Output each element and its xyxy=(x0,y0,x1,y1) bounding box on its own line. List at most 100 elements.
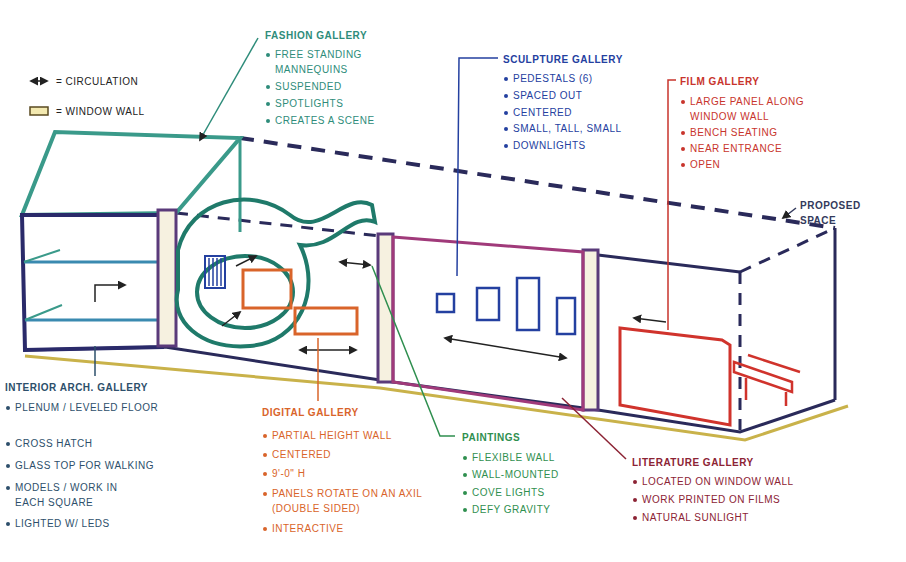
bullet-dot xyxy=(263,527,267,531)
note-item: INTERACTIVE xyxy=(272,521,344,536)
legend-item: = CIRCULATION xyxy=(28,74,138,88)
ribbon xyxy=(177,200,375,347)
note-item: PANELS ROTATE ON AN AXIL (DOUBLE SIDED) xyxy=(272,486,454,516)
bullet-dot xyxy=(463,473,467,477)
note-item: WALL-MOUNTED xyxy=(472,467,559,482)
legend-item: = WINDOW WALL xyxy=(28,104,145,118)
window-wall xyxy=(378,234,393,382)
legend-text: = WINDOW WALL xyxy=(56,106,145,117)
bullet-dot xyxy=(504,94,508,98)
wall-edge xyxy=(598,228,835,400)
gallery-heading: FASHION GALLERY xyxy=(265,28,367,43)
leader-line xyxy=(317,338,319,401)
note-item: SPOTLIGHTS xyxy=(275,96,343,111)
note-item: SPACED OUT xyxy=(513,88,582,103)
box-top xyxy=(22,132,240,215)
note-item: CROSS HATCH xyxy=(15,436,93,451)
note-item: OPEN xyxy=(690,157,720,172)
digital-panel xyxy=(295,308,357,334)
note-item: NEAR ENTRANCE xyxy=(690,141,782,156)
note-item: NATURAL SUNLIGHT xyxy=(642,510,749,525)
shelf-line xyxy=(24,250,62,320)
box-edge xyxy=(239,138,242,232)
note-item: PLENUM / LEVELED FLOOR xyxy=(15,400,158,415)
bullet-dot xyxy=(263,453,267,457)
bullet-dot xyxy=(463,508,467,512)
note-item: LARGE PANEL ALONG WINDOW WALL xyxy=(690,94,820,124)
pedestals xyxy=(437,278,575,334)
note-item: CENTERED xyxy=(272,447,331,462)
note-item: MODELS / WORK IN EACH SQUARE xyxy=(15,480,137,510)
note-item: FREE STANDING MANNEQUINS xyxy=(275,47,385,77)
bullet-dot xyxy=(633,480,637,484)
bullet-dot xyxy=(681,131,685,135)
note-item: 9'-0" H xyxy=(272,466,305,481)
bullet-dot xyxy=(681,147,685,151)
note-item: GLASS TOP FOR WALKING xyxy=(15,458,154,473)
bullet-dot xyxy=(633,498,637,502)
note-item: DOWNLIGHTS xyxy=(513,138,586,153)
note-item: PARTIAL HEIGHT WALL xyxy=(272,428,392,443)
bullet-dot xyxy=(266,53,270,57)
note-item: SMALL, TALL, SMALL xyxy=(513,121,622,136)
bullet-dot xyxy=(263,492,267,496)
leader-line xyxy=(94,346,96,376)
note-item: DEFY GRAVITY xyxy=(472,502,550,517)
display-grid xyxy=(205,256,225,288)
leader-line xyxy=(372,266,455,436)
film-panel xyxy=(620,328,730,425)
note-item: BENCH SEATING xyxy=(690,125,777,140)
gallery-heading: PAINTINGS xyxy=(462,430,520,445)
note-item: LIGHTED W/ LEDS xyxy=(15,516,110,531)
bullet-dot xyxy=(681,163,685,167)
ribbon xyxy=(197,256,293,328)
gallery-wall xyxy=(393,237,583,410)
note-item: SUSPENDED xyxy=(275,79,342,94)
gallery-heading: DIGITAL GALLERY xyxy=(262,405,359,420)
bullet-dot xyxy=(263,434,267,438)
dashed-edge xyxy=(739,272,742,430)
digital-panel xyxy=(243,270,291,308)
leader-line xyxy=(668,80,676,330)
bullet-dot xyxy=(504,127,508,131)
window-wall xyxy=(158,210,176,346)
note-item: LOCATED ON WINDOW WALL xyxy=(642,474,794,489)
bullet-dot xyxy=(504,144,508,148)
note-item: CENTERED xyxy=(513,105,572,120)
window-wall xyxy=(583,250,598,410)
bullet-dot xyxy=(6,406,10,410)
window-wall-sample xyxy=(28,104,50,118)
bullet-dot xyxy=(6,522,10,526)
circulation-sample xyxy=(28,74,50,88)
gallery-heading: PROPOSED SPACE xyxy=(800,198,872,228)
bullet-dot xyxy=(504,111,508,115)
bullet-dot xyxy=(6,442,10,446)
circulation-arrow xyxy=(95,256,666,358)
bullet-dot xyxy=(266,85,270,89)
display-grid xyxy=(209,258,221,286)
box-front xyxy=(22,215,162,350)
bullet-dot xyxy=(263,472,267,476)
note-item: WORK PRINTED ON FILMS xyxy=(642,492,780,507)
leader-line xyxy=(457,58,498,276)
bullet-dot xyxy=(6,486,10,490)
note-item: COVE LIGHTS xyxy=(472,485,545,500)
bullet-dot xyxy=(633,516,637,520)
bullet-dot xyxy=(266,119,270,123)
bullet-dot xyxy=(266,102,270,106)
bench xyxy=(734,355,800,406)
leader-line xyxy=(200,38,258,140)
bullet-dot xyxy=(463,491,467,495)
gallery-heading: FILM GALLERY xyxy=(680,74,760,89)
note-item: PEDESTALS (6) xyxy=(513,71,593,86)
dashed-roof xyxy=(740,228,835,272)
gallery-heading: SCULPTURE GALLERY xyxy=(503,52,623,67)
gallery-heading: INTERIOR ARCH. GALLERY xyxy=(5,380,148,395)
bullet-dot xyxy=(463,456,467,460)
legend-text: = CIRCULATION xyxy=(56,76,138,87)
leader-line xyxy=(562,398,626,459)
note-item: CREATES A SCENE xyxy=(275,113,375,128)
bullet-dot xyxy=(504,77,508,81)
leader-line xyxy=(783,208,796,218)
